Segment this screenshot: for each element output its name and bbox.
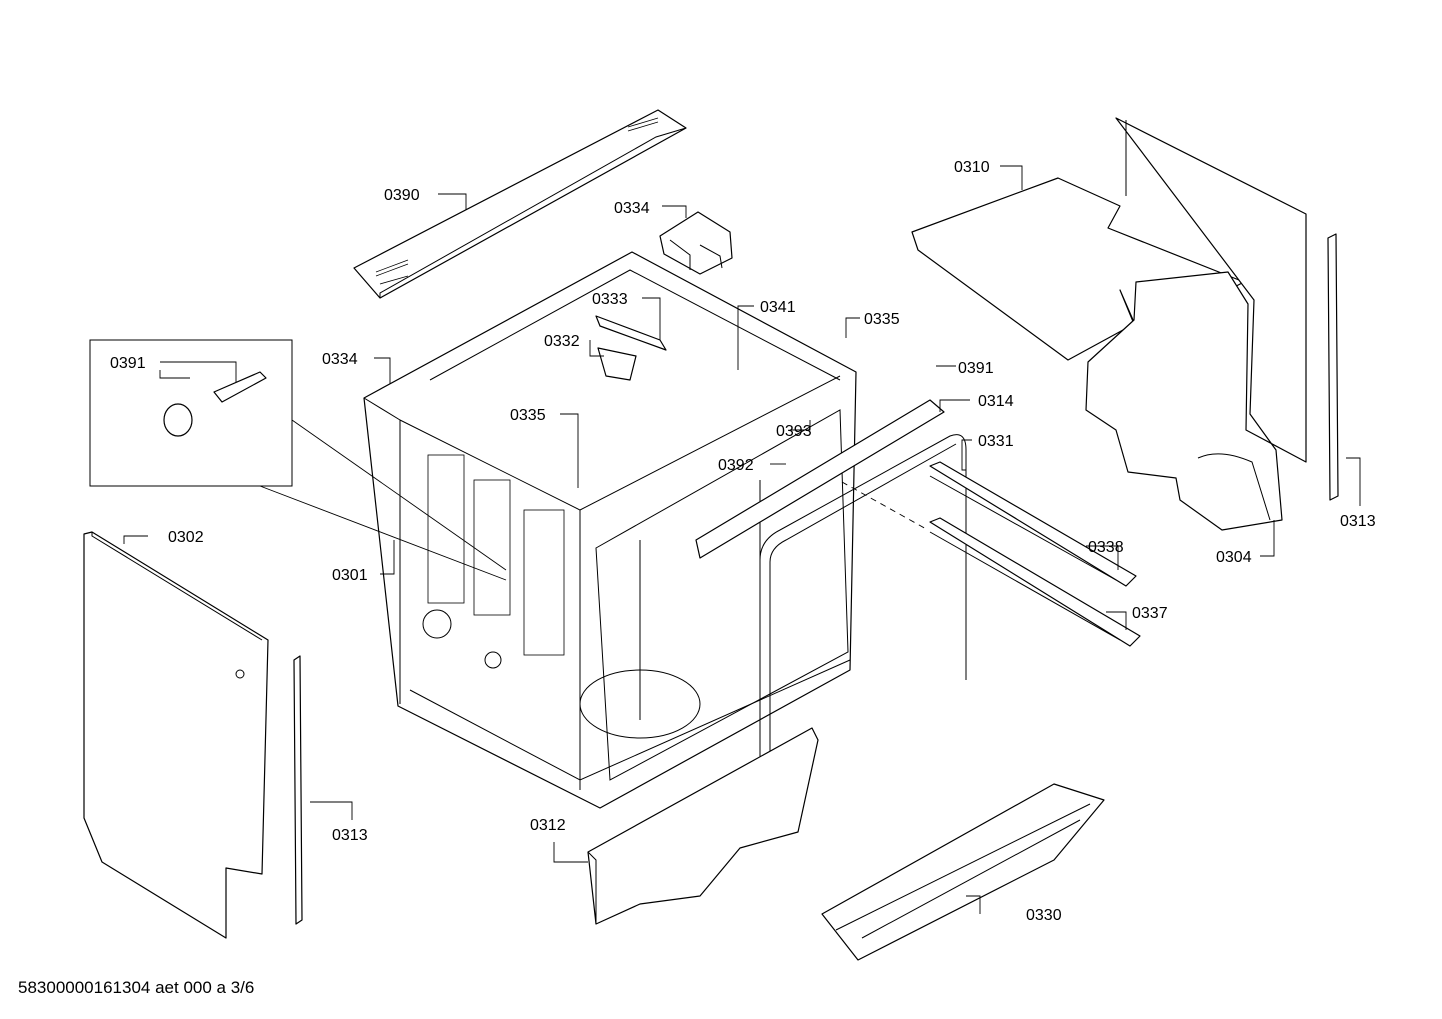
part-0390-top-strip [353, 109, 687, 299]
callout-0337: 0337 [1132, 605, 1168, 622]
callout-0391-right: 0391 [958, 360, 994, 377]
callout-0302: 0302 [168, 529, 204, 546]
part-0312-base-front [587, 727, 819, 925]
callout-0335-right: 0335 [864, 311, 900, 328]
callout-0330: 0330 [1026, 907, 1062, 924]
callout-0338: 0338 [1088, 539, 1124, 556]
callout-leaders [123, 165, 1361, 914]
callout-0332: 0332 [544, 333, 580, 350]
part-0313-strip-right [1327, 233, 1339, 501]
callout-labels: 0390 0334 0334 0333 0332 0341 0335 0335 … [110, 159, 1376, 924]
callout-0335-left: 0335 [510, 407, 546, 424]
part-0313-strip-left [293, 655, 303, 925]
part-0331-frame [759, 434, 967, 796]
callout-0390: 0390 [384, 187, 420, 204]
callout-0312: 0312 [530, 817, 566, 834]
part-0304-side-panel [1085, 117, 1307, 531]
callout-0331: 0331 [978, 433, 1014, 450]
callout-0310: 0310 [954, 159, 990, 176]
part-0333-0332-clips [595, 315, 667, 381]
callout-0341: 0341 [760, 299, 796, 316]
document-id: 58300000161304 aet 000 a 3/6 [18, 978, 255, 997]
part-0334-connector-top [659, 211, 733, 275]
callout-0313-left: 0313 [332, 827, 368, 844]
part-0337-rail [929, 517, 1141, 647]
part-0330-base-rear [821, 783, 1105, 961]
callout-0392: 0392 [718, 457, 754, 474]
callout-0304: 0304 [1216, 549, 1252, 566]
callout-0313-right: 0313 [1340, 513, 1376, 530]
part-0314-rail [695, 399, 945, 559]
callout-0333: 0333 [592, 291, 628, 308]
callout-0334-top: 0334 [614, 200, 650, 217]
part-0302-side-panel [83, 531, 269, 939]
inset-box-0391 [89, 339, 507, 581]
callout-0393: 0393 [776, 423, 812, 440]
callout-0314: 0314 [978, 393, 1014, 410]
assembly-dash-line [841, 481, 929, 531]
part-0301-tub [363, 251, 857, 809]
callout-0391-inset: 0391 [110, 355, 146, 372]
callout-0301: 0301 [332, 567, 368, 584]
part-0338-rail [929, 461, 1137, 587]
callout-0334-left: 0334 [322, 351, 358, 368]
